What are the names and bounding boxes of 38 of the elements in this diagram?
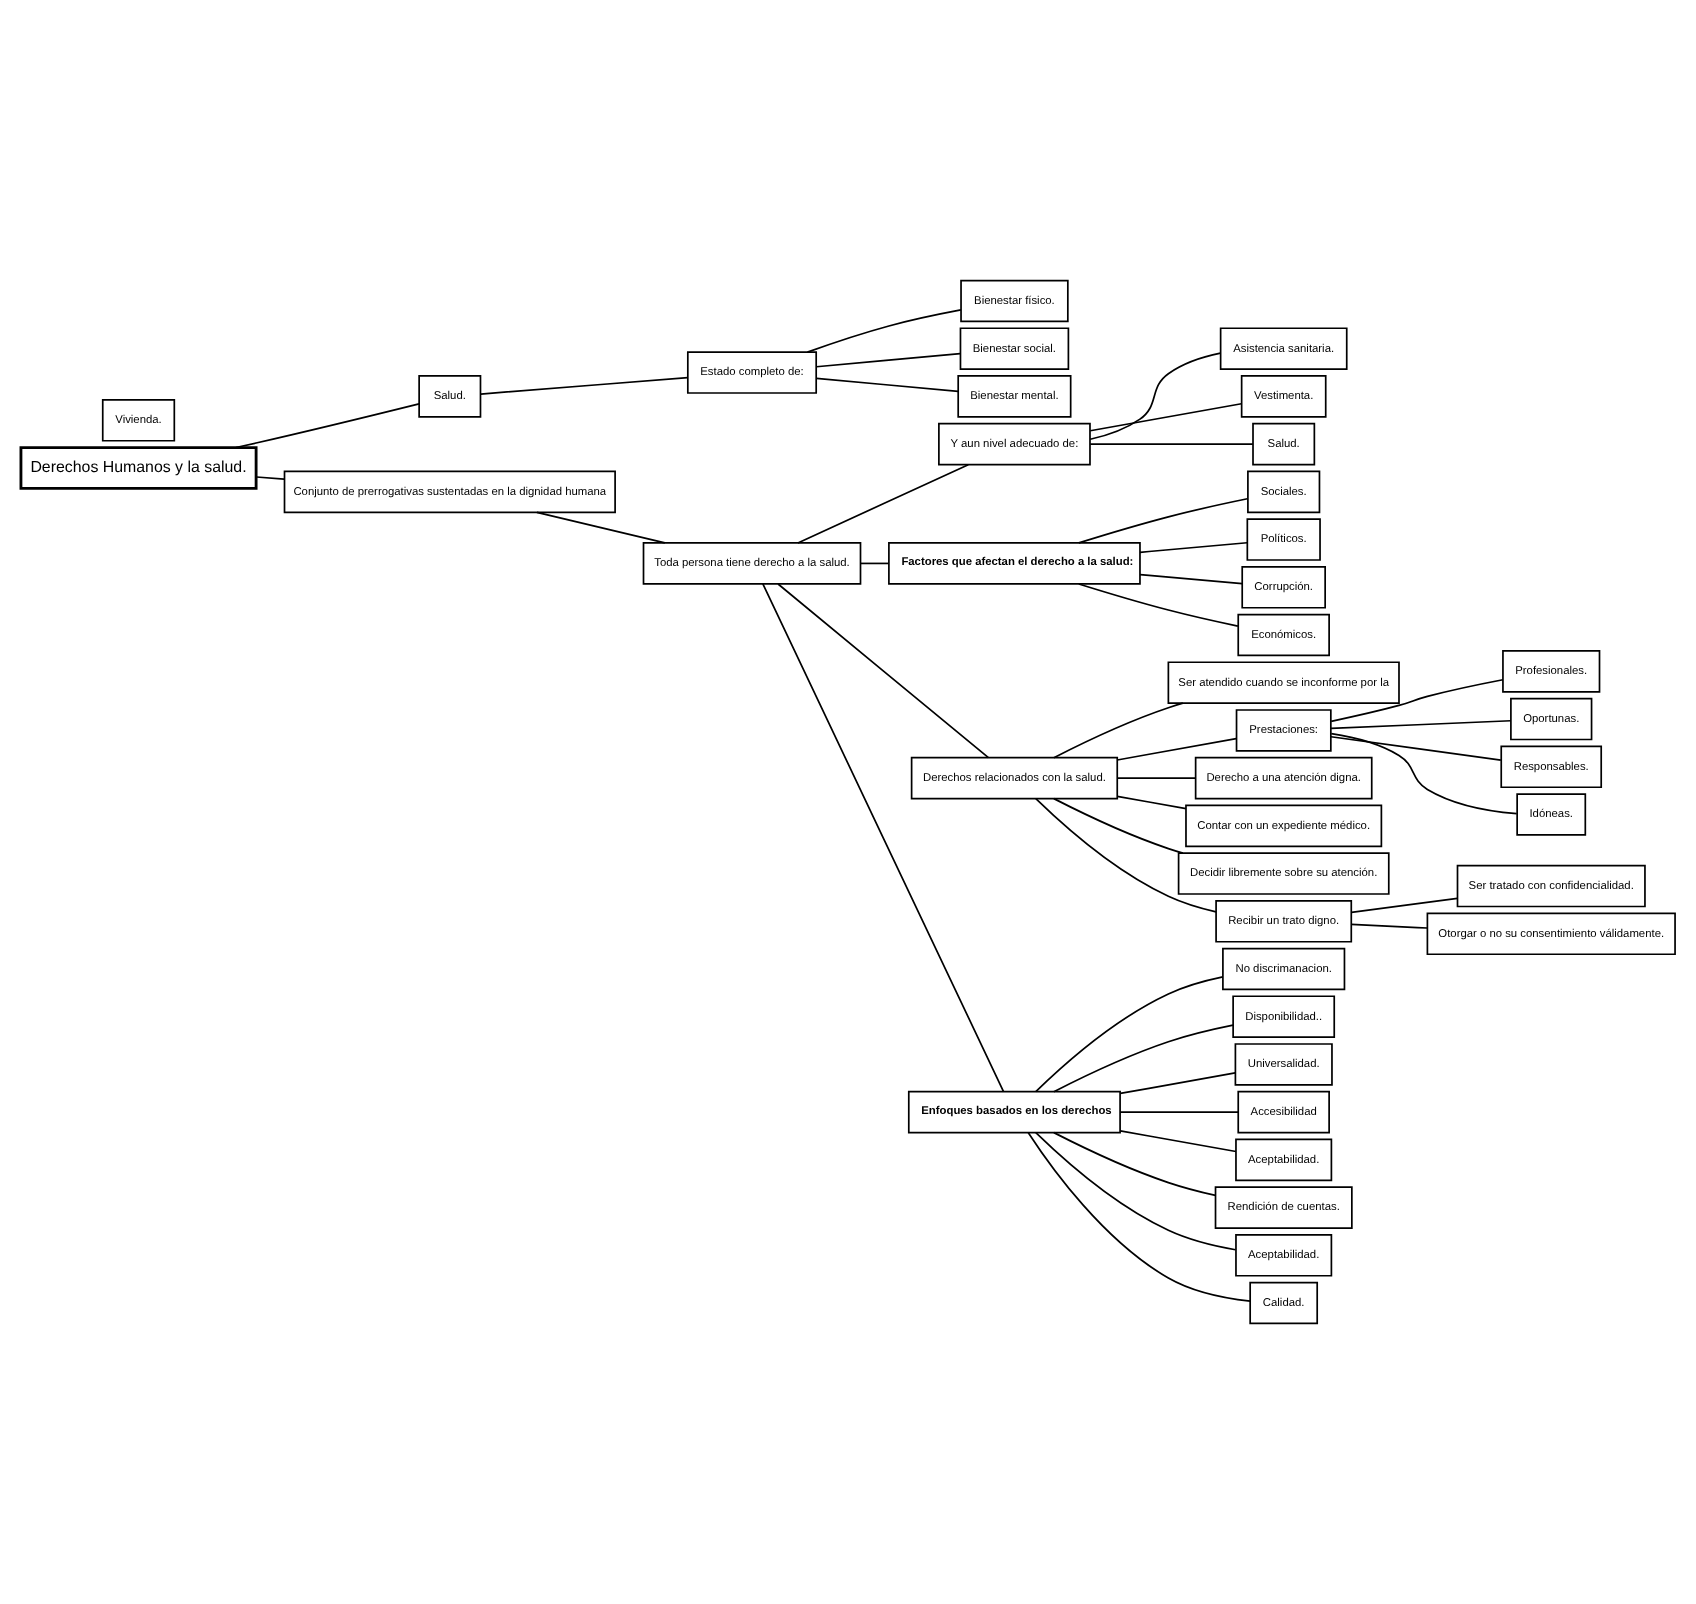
connector bbox=[1034, 1131, 1237, 1251]
connector bbox=[777, 583, 990, 759]
connector bbox=[1053, 1024, 1234, 1093]
connector bbox=[1330, 678, 1504, 723]
connector bbox=[1116, 795, 1187, 810]
connector bbox=[1034, 797, 1217, 913]
connector bbox=[815, 377, 959, 393]
connector bbox=[1053, 702, 1184, 759]
connector bbox=[1119, 1072, 1237, 1095]
connector bbox=[1053, 797, 1184, 854]
connector bbox=[1330, 732, 1518, 815]
connector bbox=[1116, 737, 1238, 761]
connector bbox=[1139, 573, 1243, 585]
connector bbox=[1089, 352, 1222, 441]
connector bbox=[1139, 541, 1248, 554]
connector bbox=[1089, 443, 1254, 445]
connector bbox=[1119, 1111, 1239, 1113]
connector bbox=[255, 476, 285, 480]
connector bbox=[1034, 976, 1224, 1093]
connector bbox=[536, 511, 666, 544]
connector bbox=[1053, 1131, 1217, 1197]
connector bbox=[806, 309, 962, 353]
connector bbox=[1116, 777, 1197, 779]
connector bbox=[797, 463, 970, 544]
connector bbox=[1330, 735, 1502, 761]
connector bbox=[479, 376, 689, 395]
connector bbox=[235, 403, 420, 449]
connector bbox=[1077, 497, 1249, 544]
connector bbox=[1077, 583, 1239, 627]
connector bbox=[1089, 402, 1243, 432]
connector bbox=[1350, 923, 1428, 929]
connector bbox=[1330, 719, 1512, 730]
connector bbox=[1119, 1130, 1237, 1153]
connector bbox=[1350, 897, 1459, 914]
connector bbox=[860, 562, 890, 565]
connector bbox=[762, 583, 1005, 1093]
connector bbox=[815, 352, 962, 368]
connector bbox=[1027, 1131, 1251, 1302]
